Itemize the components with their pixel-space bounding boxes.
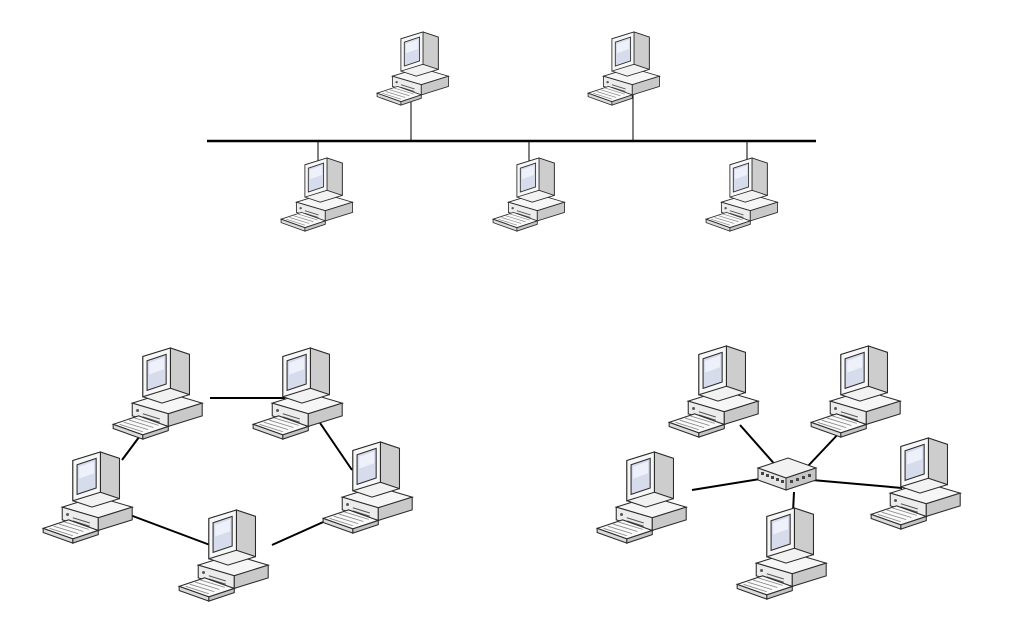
star-topology: [596, 345, 961, 600]
desktop-computer-icon: [870, 437, 961, 530]
desktop-computer-icon: [492, 157, 565, 232]
desktop-computer-icon: [810, 345, 901, 438]
desktop-computer-icon: [252, 347, 343, 440]
star-link: [811, 479, 903, 489]
bus-topology: [207, 31, 816, 232]
switch-icon: [757, 457, 817, 491]
desktop-computer-icon: [705, 157, 778, 232]
desktop-computer-icon: [587, 31, 660, 106]
desktop-computer-icon: [112, 347, 203, 440]
desktop-computer-icon: [596, 451, 687, 544]
desktop-computer-icon: [322, 441, 413, 534]
desktop-computer-icon: [736, 507, 827, 600]
ring-link: [129, 514, 211, 546]
desktop-computer-icon: [280, 157, 353, 232]
ring-link: [317, 419, 353, 471]
star-link: [691, 477, 767, 491]
star-link: [739, 424, 779, 469]
desktop-computer-icon: [42, 451, 133, 544]
ring-topology: [42, 347, 413, 602]
desktop-computer-icon: [376, 31, 449, 106]
desktop-computer-icon: [178, 509, 269, 602]
desktop-computer-icon: [668, 345, 759, 438]
